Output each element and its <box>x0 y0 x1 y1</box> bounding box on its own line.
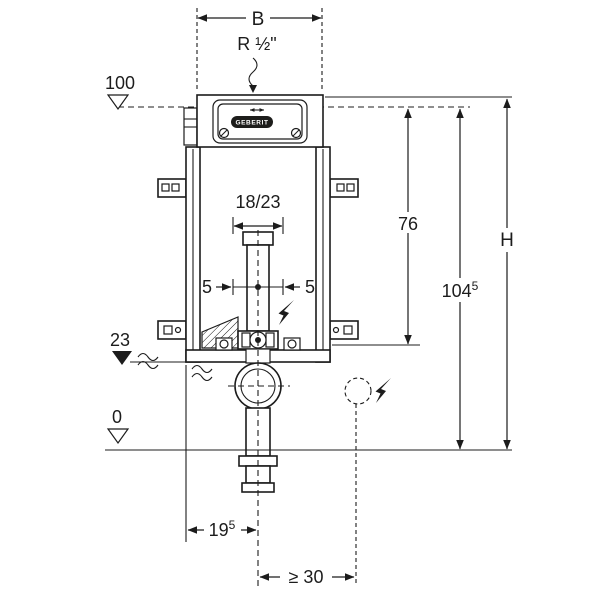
datum-23: 23 <box>110 330 213 382</box>
flush-pipe-assembly <box>237 231 279 364</box>
flow-arrow-icon <box>248 57 258 87</box>
datum-triangle-23 <box>112 351 132 365</box>
dimension-socket-clearance: ≥ 30 <box>259 565 355 588</box>
concealed-cistern: GEBERIT <box>196 94 324 148</box>
datum-triangle-100 <box>106 94 130 111</box>
datum-0-label: 0 <box>112 407 122 427</box>
dim-label-bend-depth: 18/23 <box>235 192 280 212</box>
datum-100-label: 100 <box>105 73 135 93</box>
electrical-socket <box>278 300 391 405</box>
dim-label-adjust-left: 5 <box>202 277 212 297</box>
dim-label-104: 1045 <box>442 279 479 301</box>
break-squiggle-icon <box>191 364 213 374</box>
datum-0: 0 <box>106 407 130 445</box>
dim-label-adjust-right: 5 <box>305 277 315 297</box>
dimension-outlet-offset: 195 <box>187 518 257 540</box>
dim-label-inlet: R ½" <box>237 34 276 54</box>
dim-label-19: 195 <box>209 518 236 540</box>
dimension-side-adjust: 5 5 <box>202 277 315 297</box>
dim-label-h: H <box>500 230 514 251</box>
socket-dashed-circle <box>344 377 372 405</box>
brand-logo-pill <box>231 116 273 128</box>
dim-label-width: B <box>252 9 265 30</box>
mounting-frame <box>157 107 359 363</box>
break-squiggle-icon <box>137 352 159 362</box>
dimension-104: 1045 <box>434 108 486 450</box>
lightning-bolt-icon <box>375 378 391 403</box>
datum-23-label: 23 <box>110 330 130 350</box>
datum-100: 100 <box>105 73 135 111</box>
brand-logo-text: GEBERIT <box>235 120 268 127</box>
dimension-76: 76 <box>395 108 421 345</box>
dimension-bend-depth: 18/23 <box>232 192 284 234</box>
datum-triangle-0 <box>106 428 130 445</box>
lightning-bolt-icon <box>278 300 294 325</box>
center-point <box>255 284 261 290</box>
dim-label-76: 76 <box>398 214 418 234</box>
inlet-annotation: R ½" <box>237 34 277 93</box>
dimension-width: B <box>196 7 323 92</box>
extension-lines <box>118 96 512 542</box>
dim-label-30: ≥ 30 <box>289 567 324 587</box>
centerlines <box>228 230 357 586</box>
dimension-total-height: H <box>495 98 519 450</box>
